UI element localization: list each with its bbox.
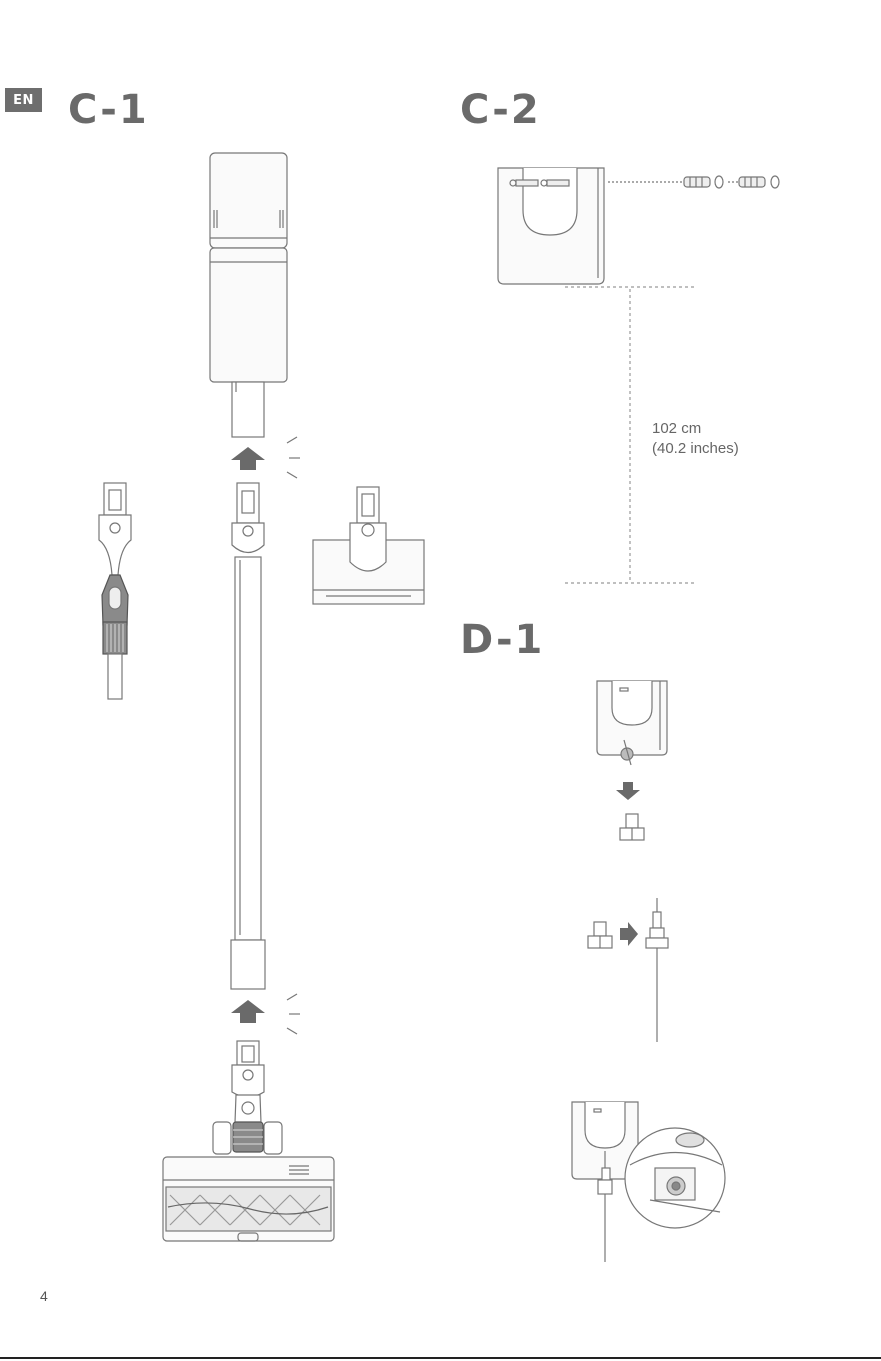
bottom-rule <box>0 1357 881 1359</box>
mini-brush-illustration <box>313 487 424 604</box>
connector-piece-icon <box>620 814 644 840</box>
crevice-tool-illustration <box>99 483 131 699</box>
arrow-right-icon <box>620 922 638 946</box>
connector-piece-icon <box>588 922 612 948</box>
zoom-detail-illustration <box>625 1128 725 1228</box>
page-number: 4 <box>40 1288 48 1304</box>
mount-height-dimension <box>565 287 696 583</box>
click-lines-icon <box>287 437 300 478</box>
arrow-up-icon <box>231 447 265 470</box>
floor-brush-illustration <box>163 1041 334 1241</box>
bracket-connector-illustration <box>597 681 667 765</box>
arrow-down-icon <box>616 782 640 800</box>
arrow-up-icon <box>231 1000 265 1023</box>
extension-tube-illustration <box>231 483 265 989</box>
vacuum-body-illustration <box>210 153 287 437</box>
click-lines-icon <box>287 994 300 1034</box>
wall-anchor-icon <box>684 176 779 188</box>
power-cable-illustration <box>646 898 668 1042</box>
